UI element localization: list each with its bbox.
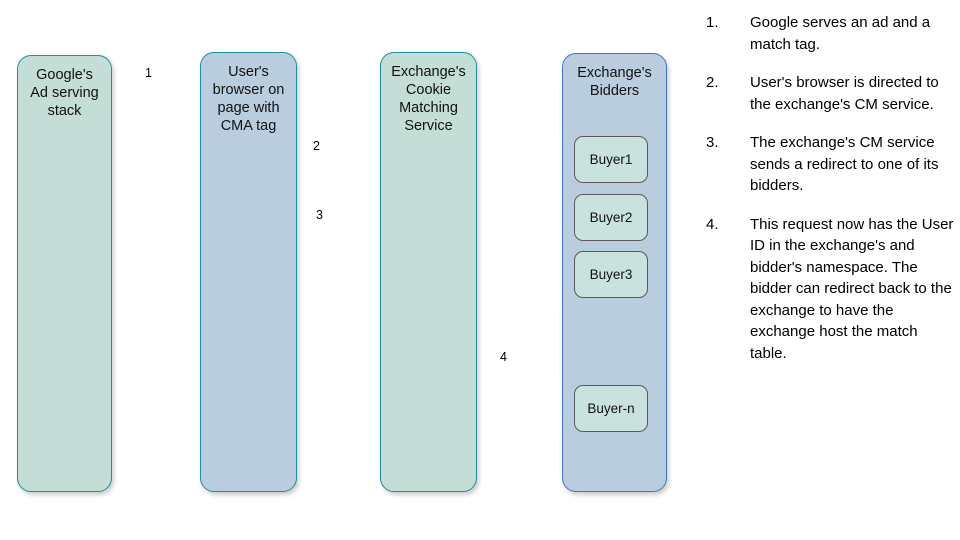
step-3-text: The exchange's CM service sends a redire…: [750, 134, 939, 194]
step-2-number: 2.: [706, 74, 719, 91]
step-2-text: User's browser is directed to the exchan…: [750, 74, 939, 113]
buyer-box-2-label: Buyer2: [589, 209, 633, 225]
buyer-box-n[interactable]: Buyer-n: [574, 385, 648, 432]
buyer-box-1-label: Buyer1: [589, 151, 633, 167]
node-user-browser-label: User's browser on page with CMA tag: [212, 64, 285, 134]
buyer-box-2[interactable]: Buyer2: [574, 194, 648, 241]
node-exchange-bidders-label: Exchange's Bidders: [577, 65, 652, 99]
step-item-2: 2. User's browser is directed to the exc…: [706, 72, 954, 115]
step-4-text: This request now has the User ID in the …: [750, 215, 954, 362]
node-google-ad-serving-stack-label: Google's Ad serving stack: [30, 67, 99, 119]
buyer-box-1[interactable]: Buyer1: [574, 136, 648, 183]
node-google-ad-serving-stack[interactable]: Google's Ad serving stack: [17, 55, 112, 492]
node-user-browser[interactable]: User's browser on page with CMA tag: [200, 52, 297, 492]
arrow-4-label: 4: [500, 350, 507, 364]
node-exchange-cookie-matching-service[interactable]: Exchange's Cookie Matching Service: [380, 52, 477, 492]
steps-panel: 1. Google serves an ad and a match tag. …: [706, 12, 954, 381]
buyer-box-3-label: Buyer3: [589, 266, 633, 282]
arrow-1-label: 1: [145, 66, 152, 80]
arrow-3-label: 3: [316, 208, 323, 222]
step-1-number: 1.: [706, 14, 719, 31]
buyer-box-n-label: Buyer-n: [587, 400, 635, 416]
arrow-2-label: 2: [313, 139, 320, 153]
step-item-3: 3. The exchange's CM service sends a red…: [706, 132, 954, 197]
step-4-number: 4.: [706, 215, 719, 233]
step-item-1: 1. Google serves an ad and a match tag.: [706, 12, 954, 55]
node-exchange-cookie-matching-service-label: Exchange's Cookie Matching Service: [391, 64, 466, 134]
step-item-4: 4. This request now has the User ID in t…: [706, 214, 954, 365]
step-1-text: Google serves an ad and a match tag.: [750, 14, 931, 53]
step-3-number: 3.: [706, 134, 719, 151]
buyer-box-3[interactable]: Buyer3: [574, 251, 648, 298]
